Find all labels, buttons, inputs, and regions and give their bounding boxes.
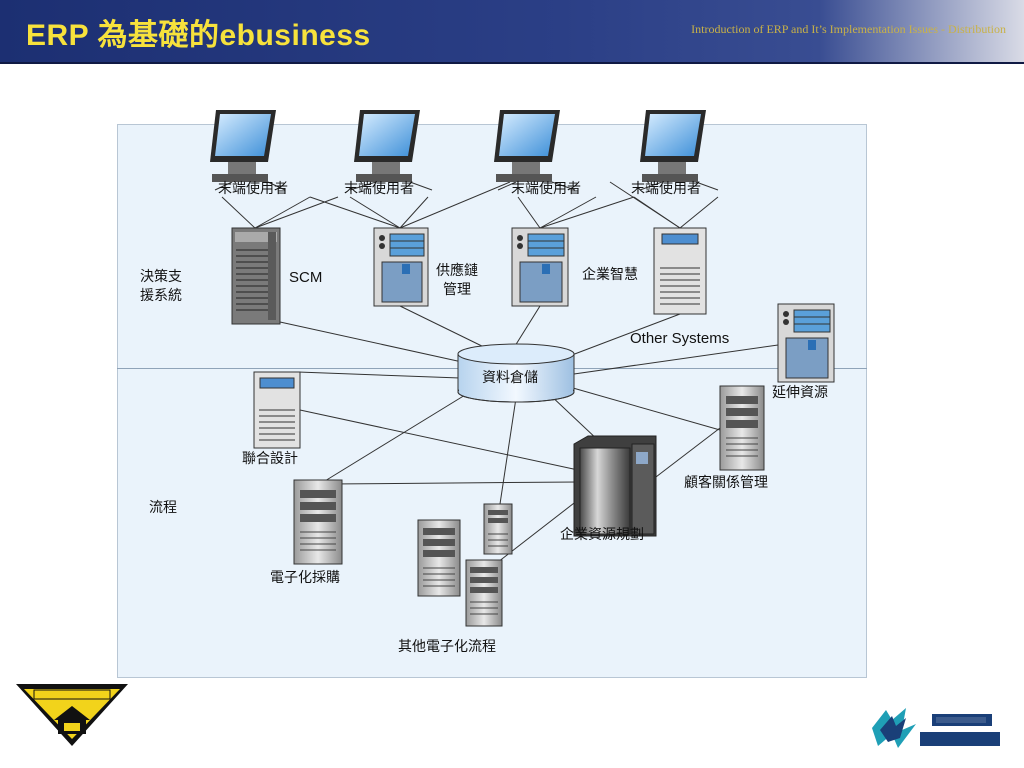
other-systems-server-icon <box>653 227 707 315</box>
decision-support-label: 決策支 援系統 <box>140 269 182 304</box>
e-procurement-label: 電子化採購 <box>270 570 340 586</box>
end-user-label: 末端使用者 <box>511 181 581 197</box>
business-intelligence-label: 企業智慧 <box>582 267 638 283</box>
end-user-monitors <box>210 110 706 182</box>
other-eprocess-server-icon <box>417 519 461 597</box>
other-eprocess-server-icon <box>465 559 503 627</box>
monitor-icon <box>494 110 560 182</box>
collaborative-design-server-icon <box>253 371 301 449</box>
supply-chain-server-icon <box>373 227 429 307</box>
collaborative-design-label: 聯合設計 <box>242 451 298 467</box>
slide-subtitle: Introduction of ERP and It’s Implementat… <box>691 22 1006 36</box>
other-eprocess-server-icon <box>483 503 513 555</box>
business-intelligence-server-icon <box>511 227 569 307</box>
erp-mainframe-icon <box>573 435 657 537</box>
monitor-icon <box>210 110 276 182</box>
ncu-erp-logo <box>862 700 1008 758</box>
e-procurement-server-icon <box>293 479 343 565</box>
extended-resources-label: 延伸資源 <box>772 385 828 401</box>
slide-title: ERP 為基礎的ebusiness <box>26 19 371 52</box>
erp-label: 企業資源規劃 <box>560 527 644 543</box>
scm-server-icon <box>231 227 281 325</box>
process-label: 流程 <box>149 500 177 516</box>
end-user-label: 末端使用者 <box>344 181 414 197</box>
crm-server-icon <box>719 385 765 471</box>
monitor-icon <box>354 110 420 182</box>
supply-chain-label: 供應鏈 管理 <box>436 263 478 298</box>
other-eprocess-label: 其他電子化流程 <box>398 639 496 655</box>
data-warehouse-cylinder-icon <box>457 343 575 403</box>
monitor-icon <box>640 110 706 182</box>
university-seal-logo <box>16 684 128 746</box>
data-warehouse-label: 資料倉儲 <box>482 370 538 386</box>
crm-label: 顧客關係管理 <box>684 475 768 491</box>
scm-label: SCM <box>289 269 323 286</box>
title-bar: ERP 為基礎的ebusiness Introduction of ERP an… <box>0 0 1024 64</box>
end-user-label: 末端使用者 <box>218 181 288 197</box>
extended-resources-server-icon <box>777 303 835 383</box>
other-systems-label: Other Systems <box>630 330 730 347</box>
end-user-label: 末端使用者 <box>631 181 701 197</box>
connector-lines <box>214 181 779 563</box>
